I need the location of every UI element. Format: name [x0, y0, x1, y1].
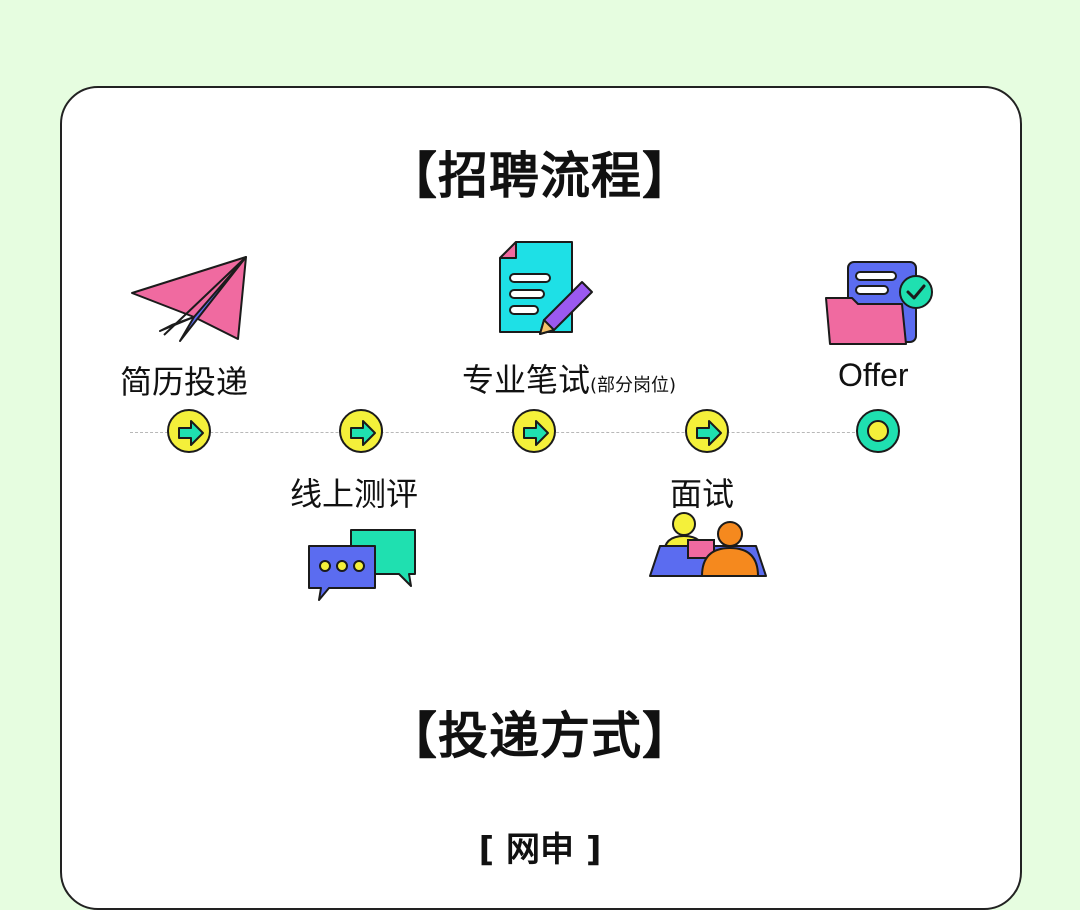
arrow-right-icon [696, 420, 722, 446]
step-label-online-assessment: 线上测评 [290, 475, 419, 513]
content-card [60, 86, 1022, 910]
folder-check-icon [825, 261, 933, 345]
paper-plane-icon [131, 256, 247, 342]
timeline-node-2 [339, 409, 383, 453]
step-label-interview: 面试 [670, 475, 735, 513]
arrow-right-icon [523, 420, 549, 446]
arrow-right-icon [178, 420, 204, 446]
timeline-node-1 [167, 409, 211, 453]
online-application-label: [ 网申 ] [478, 830, 602, 870]
step-note-some-positions: (部分岗位) [590, 375, 677, 396]
timeline-line [130, 432, 880, 433]
step-label-written-test: 专业笔试(部分岗位) [462, 361, 677, 399]
timeline-node-3 [512, 409, 556, 453]
delivery-method-title: 【投递方式】 [387, 707, 693, 765]
timeline-node-end [856, 409, 900, 453]
document-pencil-icon [499, 241, 593, 335]
step-label-resume: 简历投递 [120, 363, 249, 401]
step-label-offer: Offer [838, 357, 909, 393]
interview-people-icon [649, 512, 767, 577]
recruitment-process-title: 【招聘流程】 [387, 147, 693, 205]
chat-bubbles-icon [308, 529, 416, 601]
timeline-node-4 [685, 409, 729, 453]
arrow-right-icon [350, 420, 376, 446]
end-circle-icon [867, 420, 889, 442]
